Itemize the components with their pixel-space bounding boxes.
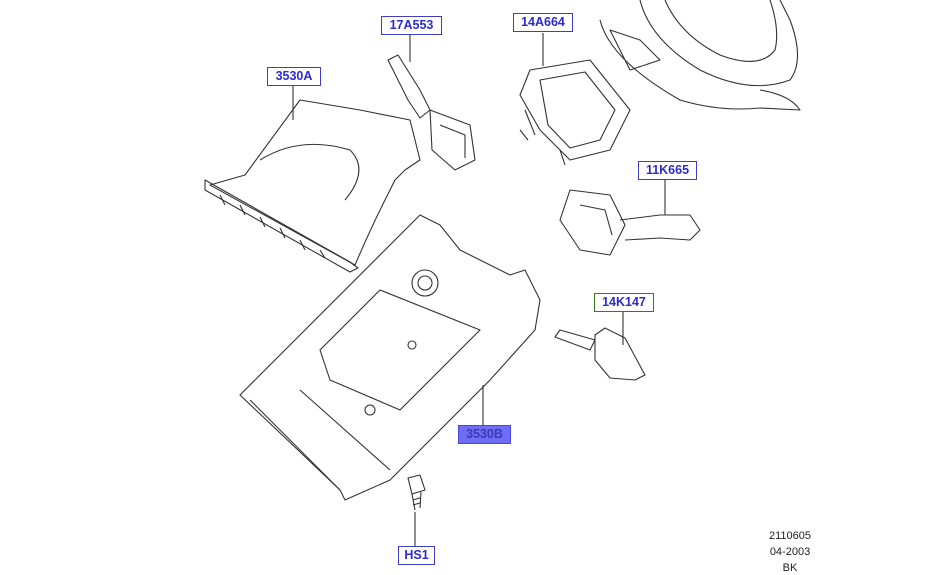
callout-11K665[interactable]: 11K665 (638, 161, 697, 180)
callout-3530A[interactable]: 3530A (267, 67, 321, 86)
wiper-switch-drawing (387, 54, 476, 171)
clockspring-drawing (519, 59, 631, 166)
drawing-number: 2110605 (768, 530, 811, 542)
steering-wheel-drawing (599, 0, 801, 111)
drawing-code: BK (782, 562, 798, 574)
callout-14A664[interactable]: 14A664 (513, 13, 573, 32)
callout-HS1[interactable]: HS1 (398, 546, 435, 565)
callout-14K147[interactable]: 14K147 (594, 293, 654, 312)
callout-17A553[interactable]: 17A553 (381, 16, 442, 35)
callout-3530B[interactable]: 3530B (458, 425, 511, 444)
screw-drawing (407, 474, 426, 511)
indicator-switch-drawing (559, 189, 701, 256)
ignition-key-drawing (554, 327, 646, 381)
leader-lines (292, 33, 666, 546)
drawing-date: 04-2003 (769, 546, 811, 558)
lower-shroud-drawing (239, 214, 541, 501)
upper-shroud-drawing (204, 99, 421, 273)
